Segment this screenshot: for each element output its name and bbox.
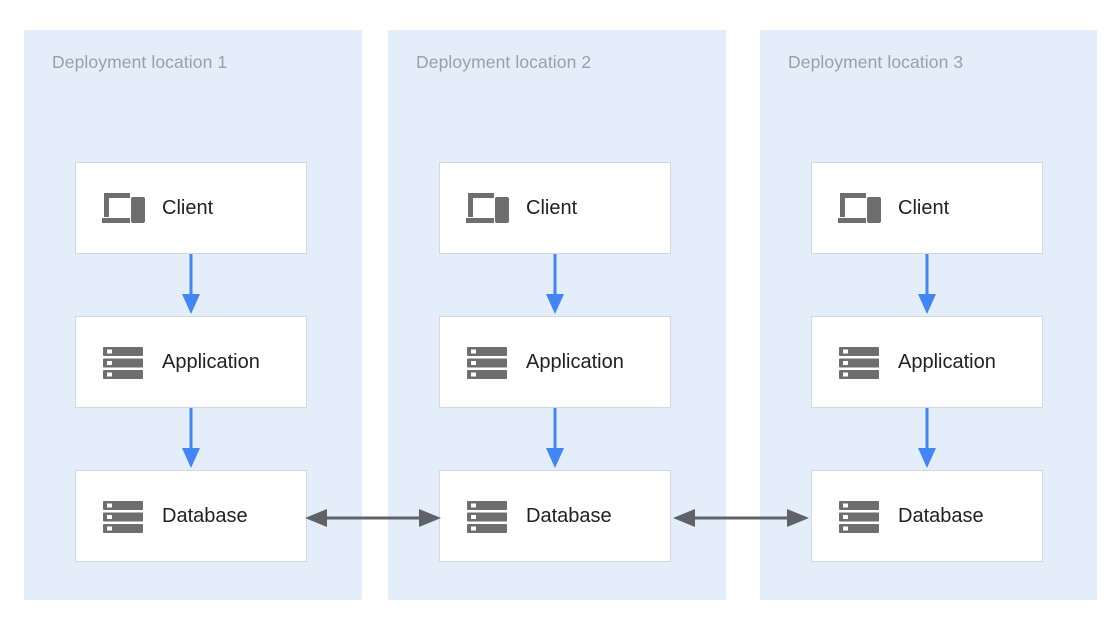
node-database[interactable]: Database [75, 470, 307, 562]
node-application[interactable]: Application [75, 316, 307, 408]
panel-title: Deployment location 1 [52, 52, 228, 72]
devices-icon [838, 193, 881, 223]
node-client[interactable]: Client [75, 162, 307, 254]
deployment-location-panel-1: Deployment location 1 Client [24, 30, 362, 600]
panel-title: Deployment location 2 [416, 52, 592, 72]
node-label: Database [162, 504, 248, 527]
arrow-application-to-database [918, 408, 936, 468]
devices-icon [466, 193, 509, 223]
arrow-client-to-application [918, 254, 936, 314]
arrow-client-to-application [546, 254, 564, 314]
arrow-client-to-application [182, 254, 200, 314]
arrow-application-to-database [182, 408, 200, 468]
node-client[interactable]: Client [439, 162, 671, 254]
server-icon [103, 501, 143, 533]
server-icon [839, 501, 879, 533]
node-database[interactable]: Database [439, 470, 671, 562]
deployment-location-panel-3: Deployment location 3 Client Applicat [760, 30, 1097, 600]
panel-title: Deployment location 3 [788, 52, 964, 72]
node-client[interactable]: Client [811, 162, 1043, 254]
server-icon [467, 501, 507, 533]
server-icon [103, 347, 143, 379]
node-label: Database [526, 504, 612, 527]
node-label: Database [898, 504, 984, 527]
node-application[interactable]: Application [439, 316, 671, 408]
node-label: Client [898, 196, 950, 219]
arrow-database-replication-2-3 [673, 509, 809, 527]
node-label: Client [526, 196, 578, 219]
node-label: Application [526, 350, 624, 373]
server-icon [467, 347, 507, 379]
devices-icon [102, 193, 145, 223]
arrow-database-replication-1-2 [305, 509, 441, 527]
node-label: Client [162, 196, 214, 219]
server-icon [839, 347, 879, 379]
arrow-application-to-database [546, 408, 564, 468]
node-application[interactable]: Application [811, 316, 1043, 408]
node-label: Application [898, 350, 996, 373]
deployment-location-panel-2: Deployment location 2 Client Applicat [388, 30, 726, 600]
node-database[interactable]: Database [811, 470, 1043, 562]
node-label: Application [162, 350, 260, 373]
